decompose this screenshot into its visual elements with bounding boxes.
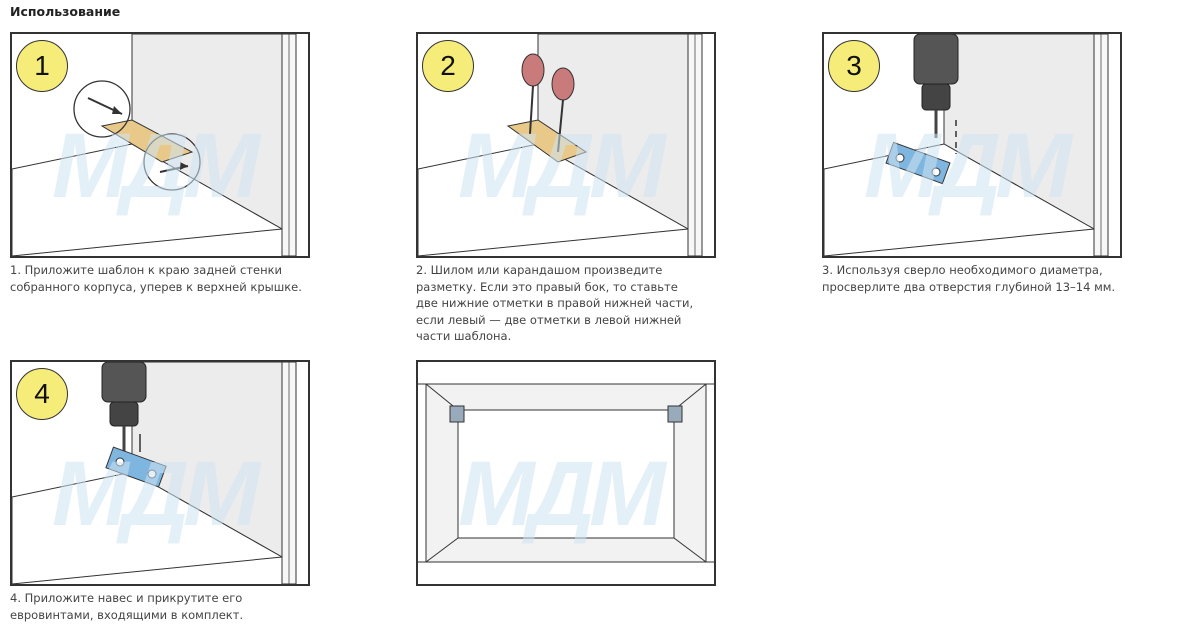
step-1-illustration: MДM 1 (10, 32, 310, 258)
step-2-illustration: MДM 2 (416, 32, 716, 258)
step-badge: 2 (422, 40, 474, 92)
step-4-illustration: MДM 4 (10, 360, 310, 586)
step-2-caption: 2. Шилом или карандашом произведите разм… (416, 263, 694, 343)
step-3-illustration: MДM 3 (822, 32, 1122, 258)
step-5-illustration: MДM (416, 360, 716, 586)
page-title: Использование (10, 4, 121, 19)
step-1-caption: 1. Приложите шаблон к краю задней стенки… (10, 263, 302, 294)
step-4-caption: 4. Приложите навес и прикрутите его евро… (10, 591, 244, 622)
step-badge: 4 (16, 368, 68, 420)
step-3-caption: 3. Используя сверло необходимого диаметр… (822, 263, 1116, 294)
step-badge: 3 (828, 40, 880, 92)
step-badge: 1 (16, 40, 68, 92)
